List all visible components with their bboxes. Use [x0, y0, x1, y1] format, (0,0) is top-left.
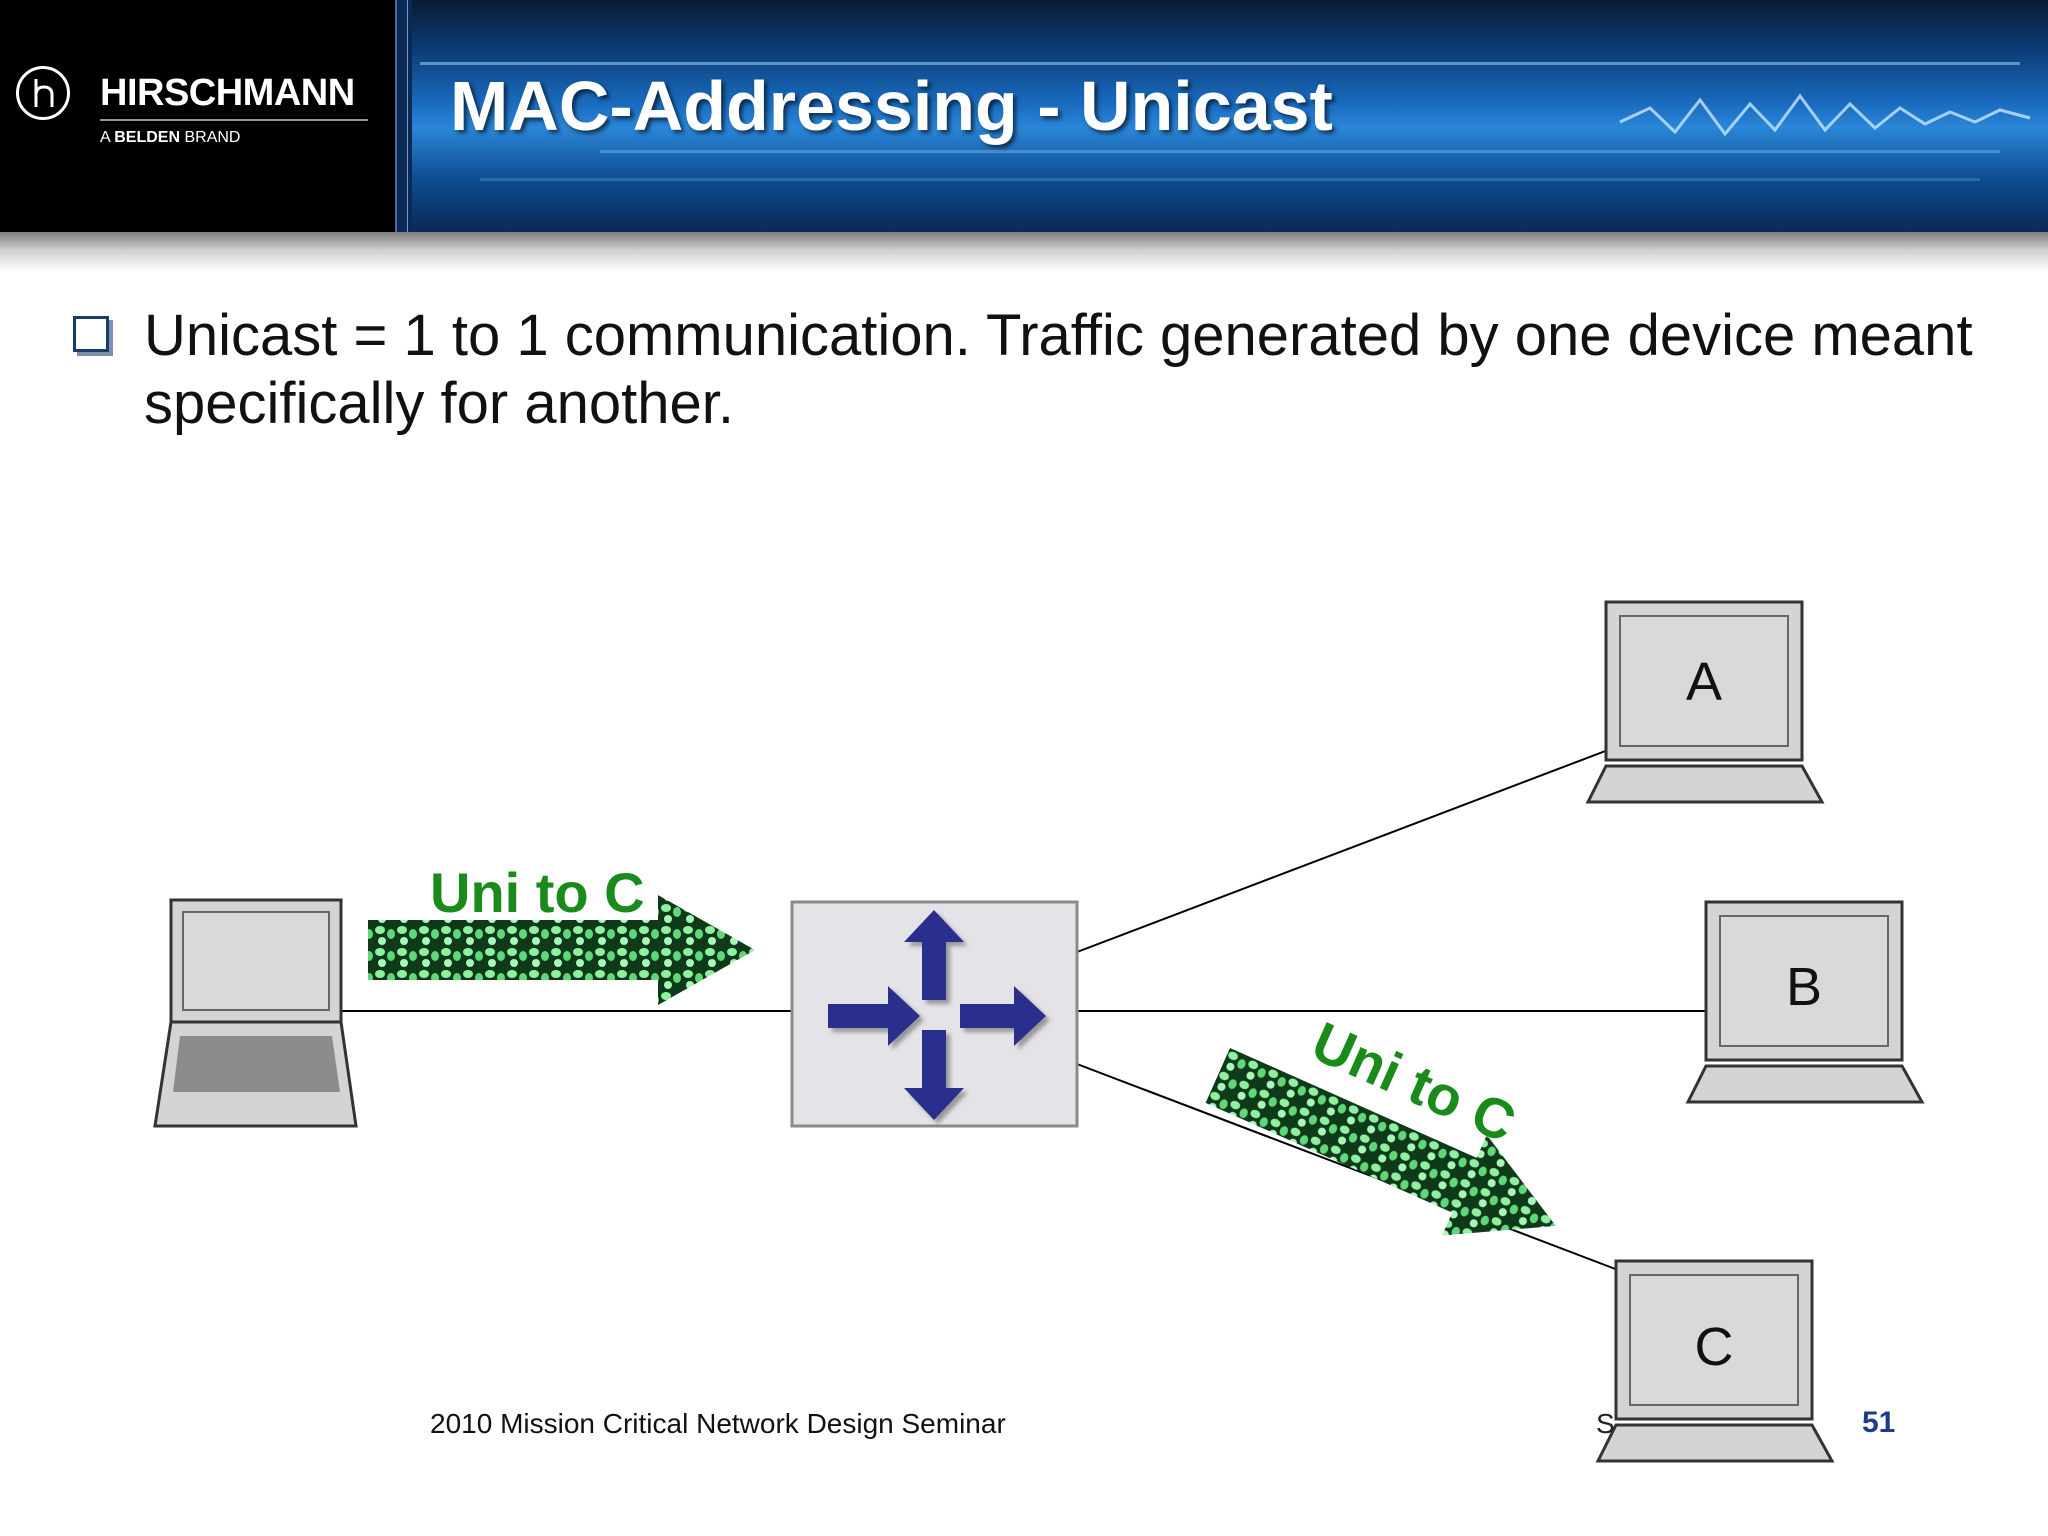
- logo-divider: [388, 0, 412, 232]
- brand-divider: [100, 119, 368, 121]
- laptop-c-label: C: [1695, 1317, 1734, 1377]
- slide-title: MAC-Addressing - Unicast: [450, 67, 1333, 145]
- footer-obscured-text: S: [1596, 1408, 1615, 1439]
- hirschmann-logo-icon: [16, 66, 70, 120]
- footer-seminar: 2010 Mission Critical Network Design Sem…: [430, 1408, 1006, 1439]
- laptop-a-label: A: [1686, 652, 1722, 712]
- switch-icon: [790, 900, 1079, 1128]
- sender-laptop-icon: [153, 898, 358, 1128]
- link-switch-c: [1076, 1063, 1619, 1271]
- page-number: 51: [1862, 1406, 1896, 1439]
- brand-name: HIRSCHMANN: [100, 72, 355, 114]
- brand-subline: A BELDEN BRAND: [100, 129, 241, 146]
- laptop-a-icon: [1585, 600, 1825, 804]
- header-shadow: [0, 232, 2048, 272]
- bullet-text: Unicast = 1 to 1 communication. Traffic …: [144, 303, 1973, 436]
- unicast-arrow-to-c: [1205, 1048, 1556, 1236]
- waveform-decoration: [1619, 93, 2031, 137]
- laptop-b-icon: [1685, 900, 1925, 1104]
- laptop-c-icon: [1595, 1259, 1835, 1463]
- checkbox-bullet-icon: [73, 316, 109, 352]
- arrow-label-to-switch: Uni to C: [430, 861, 645, 924]
- link-switch-a: [1076, 749, 1609, 953]
- unicast-arrow-to-switch: [368, 895, 755, 1005]
- laptop-b-label: B: [1786, 957, 1822, 1017]
- logo-area: HIRSCHMANN A BELDEN BRAND: [0, 0, 388, 232]
